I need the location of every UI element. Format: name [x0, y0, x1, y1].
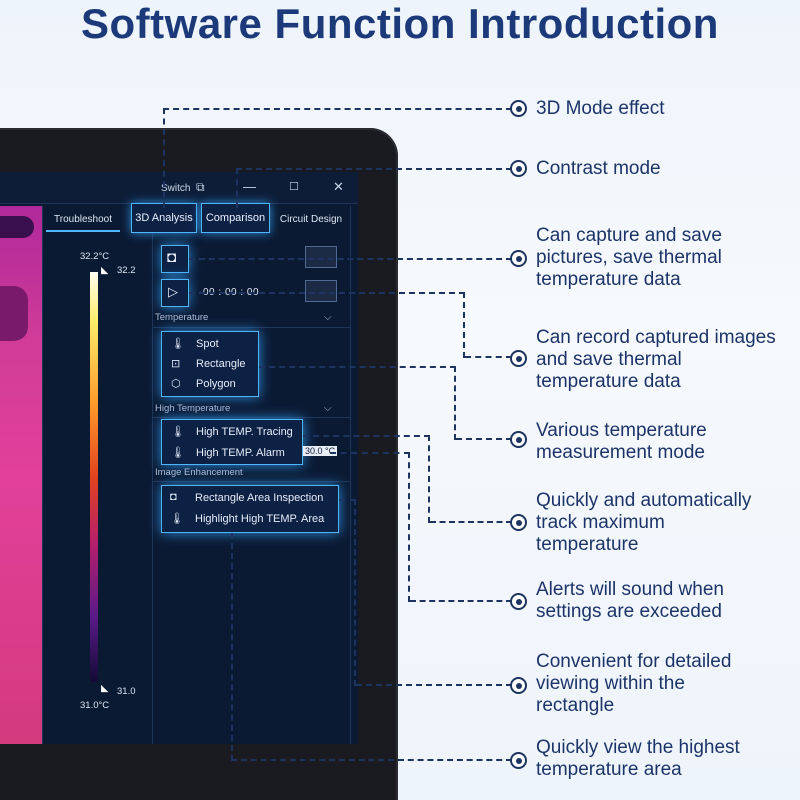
- record-preview-box: [305, 280, 337, 302]
- leader-line-8a: [339, 499, 356, 686]
- polygon-thermometer-icon: ⬡: [171, 378, 181, 390]
- max-marker-icon: ◣: [101, 265, 109, 276]
- high-temperature-group: [161, 419, 303, 465]
- anchor-dot-icon: [510, 677, 527, 694]
- camera-icon: ◘: [170, 491, 177, 503]
- leader-line-6b: [430, 521, 512, 523]
- colorbar-max-label: 32.2°C: [80, 251, 110, 262]
- active-tab-indicator: [46, 230, 120, 232]
- window-titlebar: Switch ⧉ — ☐ ✕: [0, 172, 358, 204]
- tab-3d-analysis[interactable]: 3D Analysis: [131, 203, 197, 233]
- anchor-dot-icon: [510, 752, 527, 769]
- leader-line-3: [189, 258, 512, 260]
- image-enhancement-group: [161, 485, 339, 533]
- anchor-dot-icon: [510, 431, 527, 448]
- leader-line-5a: [259, 366, 456, 440]
- page-title: Software Function Introduction: [81, 0, 719, 47]
- chevron-down-icon[interactable]: ⌵: [324, 312, 332, 323]
- annotation-rectangle-view: Convenient for detailed viewing within t…: [536, 651, 732, 716]
- leader-line-8b: [356, 684, 512, 686]
- leader-line-4a: [189, 292, 465, 358]
- leader-line-7b: [410, 600, 512, 602]
- leader-line-7a: [330, 452, 410, 602]
- anchor-dot-icon: [510, 593, 527, 610]
- thermometer-alarm-icon: 🌡: [171, 447, 185, 459]
- high-temp-tracing[interactable]: High TEMP. Tracing: [196, 426, 293, 438]
- anchor-dot-icon: [510, 100, 527, 117]
- annotation-record: Can record captured images and save ther…: [536, 327, 776, 392]
- tab-troubleshoot[interactable]: Troubleshoot: [54, 214, 112, 225]
- annotation-measurement-mode: Various temperature measurement mode: [536, 420, 707, 463]
- image-enhancement-section-header[interactable]: Image Enhancement: [155, 467, 243, 478]
- alarm-threshold-input[interactable]: 30.0 °C: [303, 446, 338, 456]
- mode-spot[interactable]: Spot: [196, 338, 219, 350]
- annotation-contrast-mode: Contrast mode: [536, 158, 661, 179]
- temperature-mode-group: [161, 331, 259, 397]
- switch-label[interactable]: Switch: [161, 183, 191, 194]
- maximize-button[interactable]: ☐: [289, 181, 299, 193]
- rectangle-area-inspection[interactable]: Rectangle Area Inspection: [195, 492, 324, 504]
- close-button[interactable]: ✕: [333, 179, 344, 194]
- annotation-highest-area: Quickly view the highest temperature are…: [536, 737, 740, 780]
- highlight-high-temp-area[interactable]: Highlight High TEMP. Area: [195, 513, 325, 525]
- high-temp-alarm[interactable]: High TEMP. Alarm: [196, 447, 285, 459]
- tab-comparison[interactable]: Comparison: [201, 203, 270, 233]
- colorbar-min-value: 31.0: [117, 686, 136, 697]
- thermometer-icon: 🌡: [170, 513, 184, 525]
- leader-line-6a: [303, 435, 430, 523]
- high-temperature-section-header[interactable]: High Temperature: [155, 403, 231, 414]
- min-marker-icon: ◣: [101, 683, 109, 694]
- annotation-alerts: Alerts will sound when settings are exce…: [536, 579, 724, 622]
- minimize-button[interactable]: —: [243, 179, 256, 194]
- thermometer-icon: 🌡: [171, 338, 185, 350]
- annotation-3d-mode: 3D Mode effect: [536, 98, 665, 119]
- camera-icon: ◘: [167, 249, 177, 266]
- chevron-down-icon[interactable]: ⌵: [324, 403, 332, 414]
- capture-preview-box: [305, 246, 337, 268]
- anchor-dot-icon: [510, 350, 527, 367]
- mode-polygon[interactable]: Polygon: [196, 378, 236, 390]
- record-button[interactable]: ▷: [161, 279, 189, 307]
- mode-rectangle[interactable]: Rectangle: [196, 358, 246, 370]
- leader-line-9: [231, 533, 512, 761]
- leader-line-1: [163, 108, 512, 208]
- capture-button[interactable]: ◘: [161, 245, 189, 273]
- temperature-section-header[interactable]: Temperature: [155, 312, 209, 323]
- colorbar-max-value: 32.2: [117, 265, 136, 276]
- video-icon: ▷: [168, 284, 178, 299]
- thermal-image: [0, 206, 42, 744]
- leader-line-2: [236, 168, 512, 208]
- switch-icon[interactable]: ⧉: [196, 180, 205, 194]
- annotation-capture: Can capture and save pictures, save ther…: [536, 225, 722, 290]
- anchor-dot-icon: [510, 250, 527, 267]
- tab-circuit-design[interactable]: Circuit Design: [279, 214, 343, 225]
- temperature-colorbar: [90, 272, 98, 682]
- anchor-dot-icon: [510, 160, 527, 177]
- leader-line-4b: [465, 356, 512, 358]
- annotation-track-max: Quickly and automatically track maximum …: [536, 490, 752, 555]
- colorbar-min-label: 31.0°C: [80, 700, 110, 711]
- rectangle-thermometer-icon: ⊡: [171, 358, 181, 370]
- leader-line-5b: [456, 438, 512, 440]
- thermometer-icon: 🌡: [171, 426, 185, 438]
- anchor-dot-icon: [510, 514, 527, 531]
